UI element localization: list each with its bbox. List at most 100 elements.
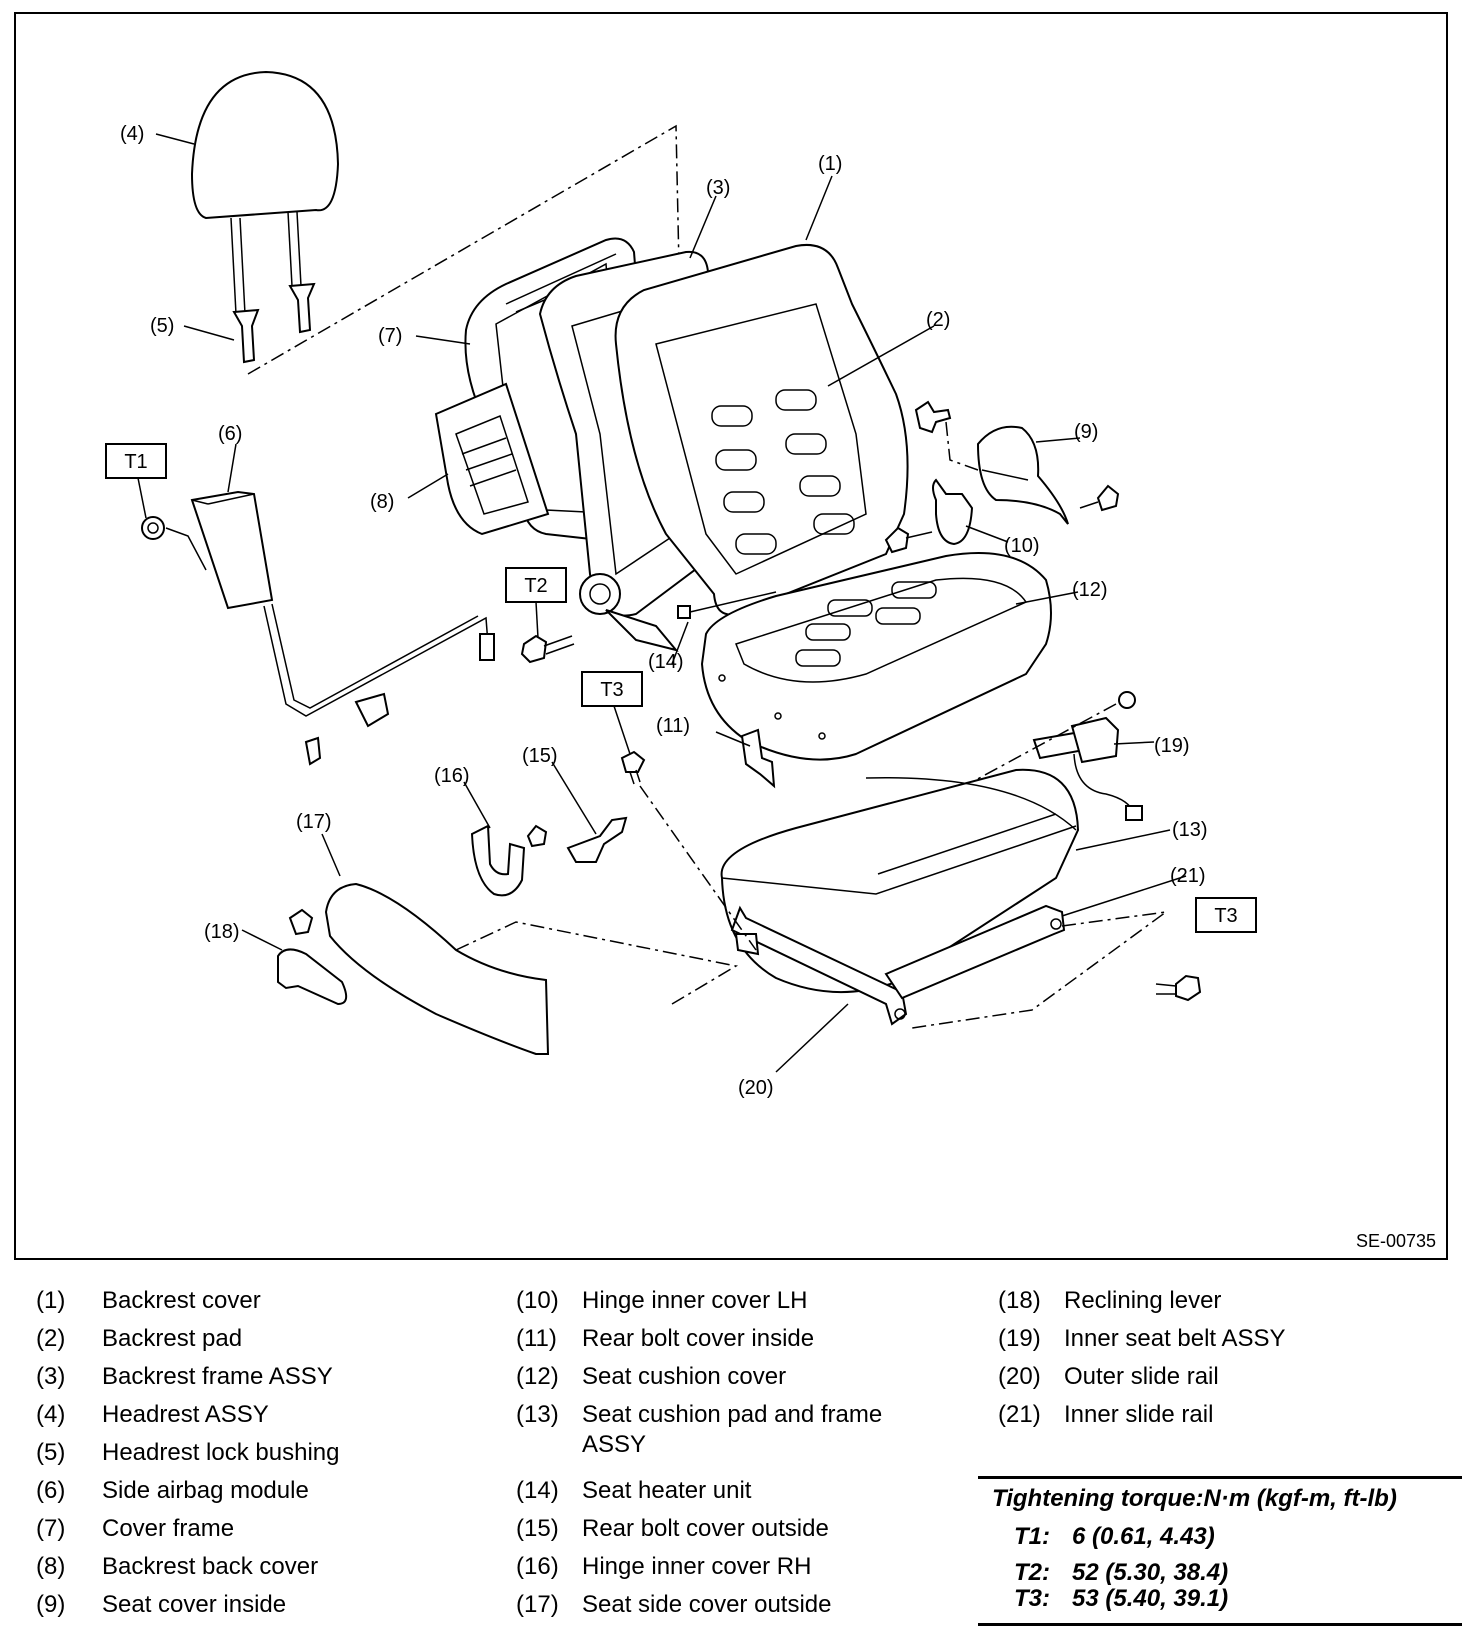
diagram-reference-code: SE-00735: [1355, 1231, 1436, 1251]
legend-name: Hinge inner cover LH: [582, 1287, 808, 1314]
seat-cushion-cover-part: [700, 552, 1052, 761]
legend-name: Seat heater unit: [582, 1477, 752, 1504]
callout-11: (11): [656, 715, 690, 737]
legend-name: Backrest cover: [102, 1287, 261, 1314]
torque-row: T2: 52 (5.30, 38.4): [1014, 1559, 1228, 1587]
headrest-part: [190, 70, 340, 315]
torque-row: T3: 53 (5.40, 39.1): [1014, 1585, 1228, 1613]
callout-5: (5): [150, 315, 174, 337]
torque-box-label: T1: [124, 451, 147, 473]
legend-number: (15): [516, 1515, 559, 1542]
legend-number: (2): [36, 1325, 66, 1352]
torque-box-t1: T1: [105, 443, 167, 479]
rear-bolt-cover-outside-part: [566, 816, 628, 863]
legend-number: (6): [36, 1477, 66, 1504]
legend-name: Cover frame: [102, 1515, 235, 1542]
torque-value: 52 (5.30, 38.4): [1072, 1559, 1229, 1586]
legend-number: (17): [516, 1591, 559, 1618]
legend-name: Rear bolt cover inside: [582, 1325, 815, 1352]
tightening-torque-table: Tightening torque:N·m (kgf-m, ft-lb) T1:…: [978, 1476, 1462, 1626]
callout-16: (16): [434, 765, 470, 787]
backrest-cover-part: [614, 244, 909, 616]
legend-number: (4): [36, 1401, 66, 1428]
legend-number: (7): [36, 1515, 66, 1542]
exploded-seat-diagram: T1 T2 T3 T3 (4) (5) (6) (7) (8) (3) (1) …: [14, 12, 1448, 1260]
legend-number: (11): [516, 1325, 557, 1352]
legend-name: Seat cushion pad and frame ASSY: [582, 1401, 883, 1458]
torque-key: T1:: [1014, 1523, 1050, 1550]
callout-4: (4): [120, 123, 144, 145]
torque-box-label: T2: [524, 575, 547, 597]
legend-number: (3): [36, 1363, 66, 1390]
diagram-drawing: T1 T2 T3 T3 (4) (5) (6) (7) (8) (3) (1) …: [105, 70, 1257, 1099]
hinge-inner-cover-rh-part: [470, 824, 548, 897]
legend-number: (5): [36, 1439, 66, 1466]
torque-key: T3:: [1014, 1585, 1050, 1612]
callout-17: (17): [296, 811, 332, 833]
callout-6: (6): [218, 423, 242, 445]
inner-slide-rail-part: [884, 904, 1066, 1000]
legend-number: (13): [516, 1401, 559, 1428]
legend-name: Backrest back cover: [102, 1553, 319, 1580]
legend-number: (1): [36, 1287, 66, 1314]
legend-number: (8): [36, 1553, 66, 1580]
callout-3: (3): [706, 177, 730, 199]
legend-number: (14): [516, 1477, 559, 1504]
legend-number: (21): [998, 1401, 1041, 1428]
legend-number: (10): [516, 1287, 559, 1314]
torque-box-t3-lower: T3: [1195, 897, 1257, 933]
legend-name: Backrest pad: [102, 1325, 243, 1352]
legend-name: Headrest lock bushing: [102, 1439, 340, 1466]
legend-name: Inner slide rail: [1064, 1401, 1214, 1428]
callout-18: (18): [204, 921, 240, 943]
torque-value: 6 (0.61, 4.43): [1072, 1523, 1215, 1550]
callout-20: (20): [738, 1077, 774, 1099]
torque-title: Tightening torque:N·m (kgf-m, ft-lb): [992, 1485, 1397, 1512]
seat-cover-inside-part: [914, 400, 1120, 525]
callout-2: (2): [926, 309, 950, 331]
torque-key: T2:: [1014, 1559, 1050, 1586]
callout-14: (14): [648, 651, 684, 673]
legend-name: Seat side cover outside: [582, 1591, 832, 1618]
seat-cushion-pad-frame-part: [720, 768, 1080, 993]
torque-box-t3-upper: T3: [581, 671, 643, 707]
bolt-t3-upper: [620, 750, 646, 785]
backrest-back-cover-part: [434, 382, 550, 536]
callout-10: (10): [1004, 535, 1040, 557]
torque-value: 53 (5.40, 39.1): [1072, 1585, 1229, 1612]
torque-box-label: T3: [600, 679, 623, 701]
legend-name: Inner seat belt ASSY: [1064, 1325, 1286, 1352]
torque-row: T1: 6 (0.61, 4.43): [1014, 1523, 1215, 1551]
side-airbag-module-part: [141, 490, 495, 766]
callout-7: (7): [378, 325, 402, 347]
seat-heater-unit-part: [677, 591, 777, 619]
legend-name: Hinge inner cover RH: [582, 1553, 812, 1580]
parts-legend: (1) Backrest cover (2) Backrest pad (3) Bac…: [0, 1286, 1472, 1632]
rear-bolt-cover-inside-part: [740, 728, 776, 789]
legend-number: (16): [516, 1553, 559, 1580]
headrest-lock-bushing-part: [232, 282, 316, 364]
callout-8: (8): [370, 491, 394, 513]
legend-name: Rear bolt cover outside: [582, 1515, 829, 1542]
legend-name: Outer slide rail: [1064, 1363, 1219, 1390]
hinge-inner-cover-lh-part: [884, 478, 974, 554]
legend-name: Backrest frame ASSY: [102, 1363, 333, 1390]
callout-21: (21): [1170, 865, 1206, 887]
outer-slide-rail-part: [730, 905, 908, 1026]
callout-12: (12): [1072, 579, 1108, 601]
callout-9: (9): [1074, 421, 1098, 443]
legend-number: (20): [998, 1363, 1041, 1390]
legend-name: Side airbag module: [102, 1477, 309, 1504]
legend-name: Reclining lever: [1064, 1287, 1222, 1314]
torque-box-label: T3: [1214, 905, 1237, 927]
seat-side-cover-outside-part: [324, 882, 550, 1055]
legend-number: (12): [516, 1363, 559, 1390]
legend-name: Headrest ASSY: [102, 1401, 269, 1428]
inner-seat-belt-part: [971, 691, 1143, 821]
bolt-t3-lower: [1155, 974, 1202, 1002]
reclining-lever-part: [277, 908, 348, 1006]
legend-number: (19): [998, 1325, 1041, 1352]
callout-15: (15): [522, 745, 558, 767]
legend-name: Seat cushion cover: [582, 1363, 787, 1390]
callout-1: (1): [818, 153, 842, 175]
